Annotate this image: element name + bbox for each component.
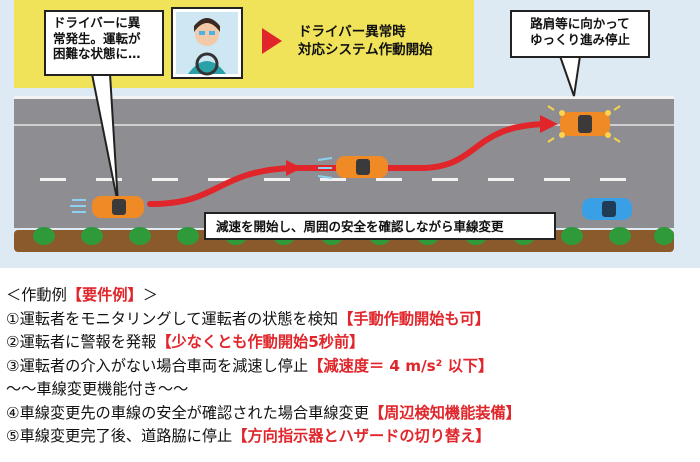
step-4: ④車線変更先の車線の安全が確認された場合車線変更【周辺検知機能装備】	[6, 402, 700, 426]
step-tag: 【減速度＝ 4 m/s² 以下】	[308, 356, 494, 375]
step-tag: 【手動作動開始も可】	[338, 309, 490, 328]
lane-change-callout: 減速を開始し、周囲の安全を確認しながら車線変更	[204, 212, 556, 240]
step-3: ③運転者の介入がない場合車両を減速し停止【減速度＝ 4 m/s² 以下】	[6, 355, 700, 379]
lane-change-section-label: ～～車線変更機能付き～～	[6, 378, 700, 402]
other-car	[582, 198, 632, 220]
road-shoulder	[14, 124, 674, 126]
section-label-text: ～～車線変更機能付き～～	[6, 380, 189, 398]
ego-car-stopped	[547, 105, 621, 143]
step-1: ①運転者をモニタリングして運転者の状態を検知【手動作動開始も可】	[6, 308, 700, 332]
system-label-line: 対応システム作動開始	[298, 41, 433, 58]
callout-line: 路肩等に向かって	[530, 16, 630, 31]
step-text: ①運転者をモニタリングして運転者の状態を検知	[6, 309, 339, 328]
arrow-head-end	[540, 115, 558, 133]
step-text: ④車線変更先の車線の安全が確認された場合車線変更	[6, 403, 369, 422]
driver-icon	[171, 7, 243, 79]
step-text: ⑤車線変更完了後、道路脇に停止	[6, 427, 233, 445]
ego-car-start	[92, 196, 144, 218]
heading-tag: 【要件例】	[66, 286, 143, 304]
callout-line: 常発生。運転が	[53, 30, 141, 46]
system-activation-label: ドライバー異常時 対応システム作動開始	[298, 24, 478, 59]
steps-heading: ＜作動例【要件例】＞	[6, 284, 700, 308]
heading-text: ＜作動例	[6, 286, 67, 304]
lane-change-diagram: ドライバーに異 常発生。運転が 困難な状態に… ドライバー異常時 対応システム作…	[0, 0, 700, 268]
driver-abnormal-callout: ドライバーに異 常発生。運転が 困難な状態に…	[44, 10, 164, 76]
step-5: ⑤車線変更完了後、道路脇に停止【方向指示器とハザードの切り替え】	[6, 425, 700, 449]
callout-line: 困難な状態に…	[53, 46, 141, 62]
road-edge-top	[14, 96, 674, 99]
step-2: ②運転者に警報を発報【少なくとも作動開始5秒前】	[6, 331, 700, 355]
motion-streaks	[70, 157, 333, 213]
lane-dashes	[40, 178, 626, 181]
heading-close: ＞	[142, 286, 158, 304]
roadside-stop-callout: 路肩等に向かって ゆっくり進み停止	[510, 10, 650, 58]
operation-steps: ＜作動例【要件例】＞ ①運転者をモニタリングして運転者の状態を検知【手動作動開始…	[0, 270, 700, 462]
system-label-line: ドライバー異常時	[298, 24, 406, 40]
roadside-callout-pointer	[558, 55, 582, 97]
callout-line: ゆっくり進み停止	[529, 31, 630, 47]
callout-line: ドライバーに異	[53, 15, 141, 30]
arrow-head-mid	[286, 160, 302, 176]
step-tag: 【少なくとも作動開始5秒前】	[156, 333, 365, 351]
ego-car-mid	[336, 156, 388, 178]
step-text: ③運転者の介入がない場合車両を減速し停止	[6, 356, 309, 375]
step-tag: 【周辺検知機能装備】	[368, 403, 521, 422]
step-text: ②運転者に警報を発報	[6, 333, 157, 351]
step-tag: 【方向指示器とハザードの切り替え】	[232, 427, 491, 445]
play-arrow-icon	[262, 28, 282, 54]
